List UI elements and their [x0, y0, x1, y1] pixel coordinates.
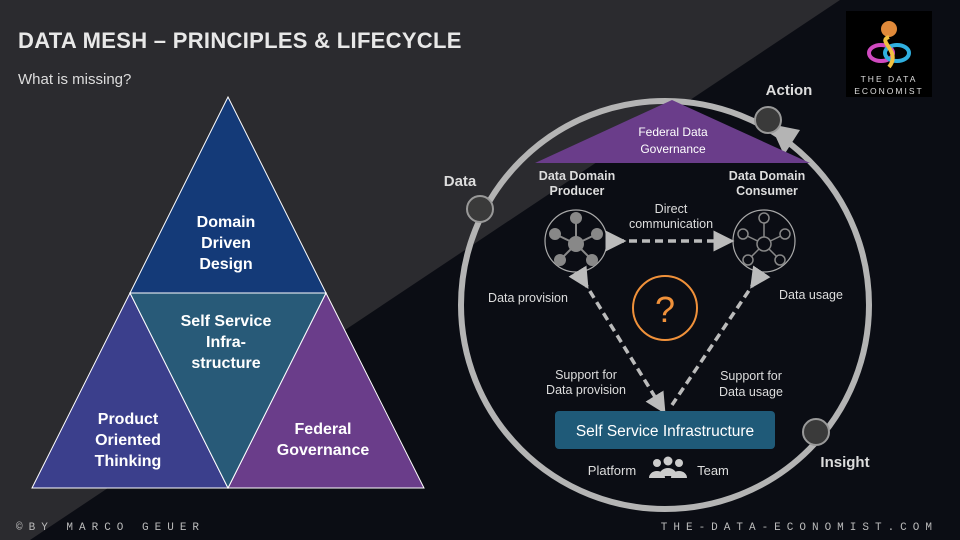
- support-usage-2: Data usage: [719, 385, 783, 399]
- logo: THE DATA ECONOMIST: [846, 11, 932, 97]
- stage-node-data[interactable]: [466, 195, 494, 223]
- producer-label-2: Producer: [550, 184, 605, 198]
- usage-label: Data usage: [779, 288, 843, 302]
- infra-label: Self Service Infrastructure: [576, 423, 754, 440]
- stage-label-data: Data: [444, 173, 477, 190]
- consumer-label-2: Consumer: [736, 184, 798, 198]
- label-fg-2: Governance: [277, 442, 370, 459]
- platform-label: Platform: [588, 463, 636, 478]
- label-pot-2: Oriented: [95, 432, 161, 449]
- stage-node-action[interactable]: [754, 106, 782, 134]
- team-icon: [649, 456, 687, 478]
- governance-label-2: Governance: [640, 142, 706, 156]
- support-provision-1: Support for: [555, 368, 617, 382]
- question-circle: [632, 275, 698, 341]
- principles-pyramid: Domain Driven Design Self Service Infra-…: [31, 95, 425, 490]
- label-fg-1: Federal: [295, 421, 352, 438]
- producer-network-icon: [544, 209, 608, 273]
- logo-emblem-icon: [867, 21, 911, 69]
- label-ddd-1: Domain: [197, 214, 256, 231]
- direct-label-1: Direct: [655, 202, 688, 216]
- lifecycle-ring: [458, 98, 872, 512]
- team-label: Team: [697, 463, 729, 478]
- provision-label: Data provision: [488, 291, 568, 305]
- logo-text-1: THE DATA: [860, 74, 918, 84]
- support-usage-1: Support for: [720, 369, 782, 383]
- self-service-infrastructure-box[interactable]: [555, 411, 775, 449]
- label-ssi-3: structure: [191, 355, 260, 372]
- governance-label-1: Federal Data: [638, 125, 708, 139]
- producer-label-1: Data Domain: [539, 169, 615, 183]
- provision-arrow: [568, 265, 666, 414]
- label-pot-3: Thinking: [95, 453, 162, 470]
- label-ddd-3: Design: [199, 256, 252, 273]
- triangle-self-service-infrastructure: [129, 292, 327, 490]
- support-provision-2: Data provision: [546, 383, 626, 397]
- stage-label-action: Action: [766, 82, 813, 99]
- footer-website[interactable]: THE-DATA-ECONOMIST.COM: [660, 522, 938, 534]
- governance-triangle: [535, 100, 810, 163]
- label-ddd-2: Driven: [201, 235, 251, 252]
- stage-label-insight: Insight: [820, 454, 869, 471]
- logo-text-2: ECONOMIST: [854, 86, 924, 96]
- label-ssi-1: Self Service: [181, 313, 272, 330]
- label-pot-1: Product: [98, 411, 159, 428]
- footer-copyright: ©BY MARCO GEUER: [16, 522, 206, 534]
- label-ssi-2: Infra-: [206, 334, 246, 351]
- page-title: DATA MESH – PRINCIPLES & LIFECYCLE: [18, 28, 462, 53]
- consumer-network-icon: [732, 209, 796, 273]
- direct-label-2: communication: [629, 217, 713, 231]
- ring-arrow-icon: [770, 124, 800, 155]
- question-mark: ?: [655, 289, 675, 330]
- consumer-label-1: Data Domain: [729, 169, 805, 183]
- stage-node-insight[interactable]: [802, 418, 830, 446]
- subtitle: What is missing?: [18, 71, 132, 88]
